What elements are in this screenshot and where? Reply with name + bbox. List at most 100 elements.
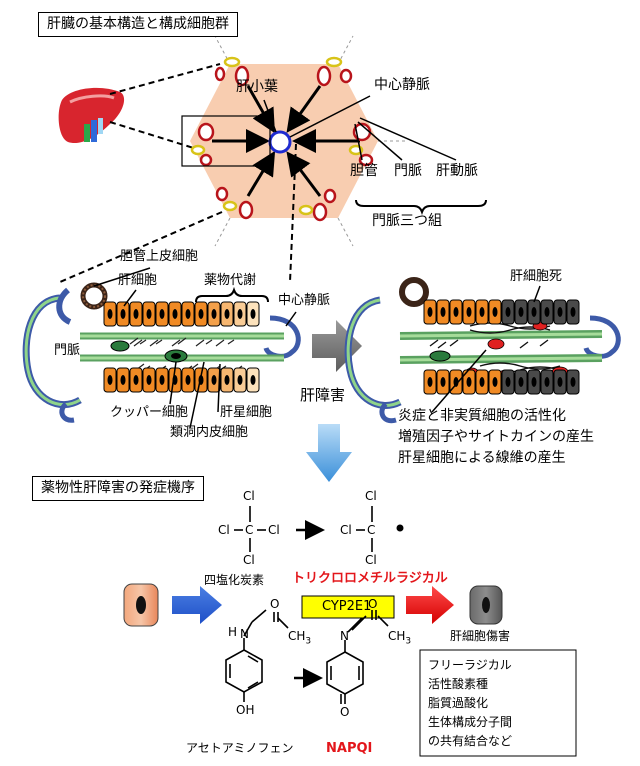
hepatocyte-nucleus — [466, 307, 472, 317]
hepatocyte-nucleus — [492, 307, 498, 317]
hepatocyte-nucleus — [531, 307, 537, 317]
hepatocyte-nucleus — [440, 307, 446, 317]
hepatocyte-nucleus — [570, 377, 576, 387]
hepatocyte-death-label: 肝細胞死 — [510, 269, 563, 284]
atom-cl: Cl — [243, 553, 255, 567]
hepatocyte-nucleus — [198, 309, 204, 319]
atom-o: O — [270, 597, 280, 611]
atom-ch3-main: CH — [288, 629, 306, 643]
hepatocyte-nucleus — [120, 309, 126, 319]
hepatocyte-nucleus — [185, 309, 191, 319]
central-vein-label-top: 中心静脈 — [374, 77, 430, 93]
portal-vein-label-mid: 門脈 — [54, 343, 81, 358]
hepatocyte-nucleus — [120, 375, 126, 385]
hepatocyte-nucleus — [146, 309, 152, 319]
cyp2e1-box — [301, 595, 395, 619]
hepatocyte-nucleus — [544, 307, 550, 317]
hepatocyte-nucleus — [557, 307, 563, 317]
red-arrow — [406, 586, 454, 624]
hepatocyte-nucleus — [159, 309, 165, 319]
atom-cl: Cl — [365, 553, 377, 567]
atom-c: C — [367, 523, 376, 537]
outcome-item: 肝星細胞による線維の産生 — [398, 450, 566, 466]
atom-cl: Cl — [365, 489, 377, 503]
hepatocyte-row-bottom — [103, 367, 260, 393]
mechanism-list: フリーラジカル活性酸素種脂質過酸化生体構成分子間の共有結合など — [428, 656, 512, 751]
atom-ch3: CH3 — [388, 630, 411, 646]
hepatocyte-nucleus — [557, 377, 563, 387]
atom-cl: Cl — [218, 523, 230, 537]
hepatocyte-nucleus — [107, 309, 113, 319]
blue-arrow — [172, 586, 222, 624]
hepatocyte-nucleus — [427, 307, 433, 317]
hepatocyte-nucleus — [453, 377, 459, 387]
hepatocyte-nucleus — [479, 377, 485, 387]
outcome-list: 炎症と非実質細胞の活性化増殖因子やサイトカインの産生肝星細胞による線維の産生 — [398, 406, 594, 469]
section1-title: 肝臓の基本構造と構成細胞群 — [38, 12, 238, 38]
hepatocyte-nucleus — [224, 375, 230, 385]
hepatocyte-nucleus — [505, 377, 511, 387]
liver-injury-label: 肝障害 — [300, 386, 346, 404]
atom-cl: Cl — [268, 523, 280, 537]
hepatocyte-nucleus — [453, 307, 459, 317]
section3-title: 薬物性肝障害の発症機序 — [32, 476, 204, 502]
portal-triad-label: 門脈三つ組 — [372, 213, 442, 229]
hepatocyte-nucleus — [505, 307, 511, 317]
hepatocyte-nucleus — [237, 309, 243, 319]
hepatic-artery-label: 肝動脈 — [436, 163, 478, 179]
atom-oh: OH — [236, 703, 255, 717]
atom-ch3-main: CH — [388, 629, 406, 643]
portal-triads — [190, 56, 374, 222]
hepatocyte-nucleus — [133, 375, 139, 385]
mechanism-item: フリーラジカル — [428, 658, 512, 672]
apap-label: アセトアミノフェン — [186, 741, 294, 755]
hepatocyte-nucleus — [518, 307, 524, 317]
atom-cl: Cl — [340, 523, 352, 537]
hepatocyte-label: 肝細胞 — [118, 273, 158, 288]
hepatocyte-nucleus — [466, 377, 472, 387]
atom-cl: Cl — [243, 489, 255, 503]
progression-arrow — [312, 320, 362, 372]
hepatocyte-nucleus — [570, 307, 576, 317]
acetaminophen-structure — [225, 609, 289, 702]
hepatocyte-row-top — [103, 301, 260, 327]
outcome-item: 増殖因子やサイトカインの産生 — [398, 429, 594, 445]
atom-o: O — [340, 705, 350, 719]
mechanism-item: 活性酸素種 — [428, 677, 489, 691]
hepatocyte-nucleus — [544, 377, 550, 387]
sinusoidal-label: 類洞内皮細胞 — [170, 425, 249, 440]
atom-ch3: CH3 — [288, 630, 311, 646]
mechanism-item: の共有結合など — [428, 734, 513, 748]
down-arrow — [306, 424, 352, 482]
hepatocyte-nucleus — [146, 375, 152, 385]
hepatocyte-nucleus — [531, 377, 537, 387]
bile-duct-label: 胆管 — [350, 163, 378, 179]
hepatocyte-nucleus — [237, 375, 243, 385]
stellate-label: 肝星細胞 — [220, 405, 273, 420]
atom-h: H — [228, 625, 238, 639]
hepatocyte-nucleus — [211, 309, 217, 319]
atom-ch3-sub: 3 — [405, 636, 412, 647]
atom-n: N — [340, 629, 349, 643]
atom-o: O — [368, 597, 378, 611]
hepatocyte-nucleus — [211, 375, 217, 385]
liver-organ-image — [58, 87, 125, 144]
mechanism-box — [419, 649, 577, 757]
hepatocyte-nucleus — [492, 377, 498, 387]
hepatocyte-nucleus — [440, 377, 446, 387]
hepatocyte-nucleus — [250, 309, 256, 319]
hepatocyte-nucleus — [479, 307, 485, 317]
hepatocyte-nucleus — [159, 375, 165, 385]
atom-c: C — [245, 523, 254, 537]
injury-label: 肝細胞傷害 — [450, 629, 511, 643]
atom-ch3-sub: 3 — [305, 636, 312, 647]
mechanism-item: 脂質過酸化 — [428, 696, 489, 710]
hepatocyte-nucleus — [427, 377, 433, 387]
normal-sinusoid — [22, 282, 301, 423]
kupffer-label: クッパー細胞 — [110, 405, 189, 420]
drug-metabolism-label: 薬物代謝 — [204, 273, 257, 288]
ccl4-label: 四塩化炭素 — [204, 573, 265, 587]
enzyme-label: CYP2E1 — [322, 599, 372, 614]
hepatocyte-nucleus — [107, 375, 113, 385]
